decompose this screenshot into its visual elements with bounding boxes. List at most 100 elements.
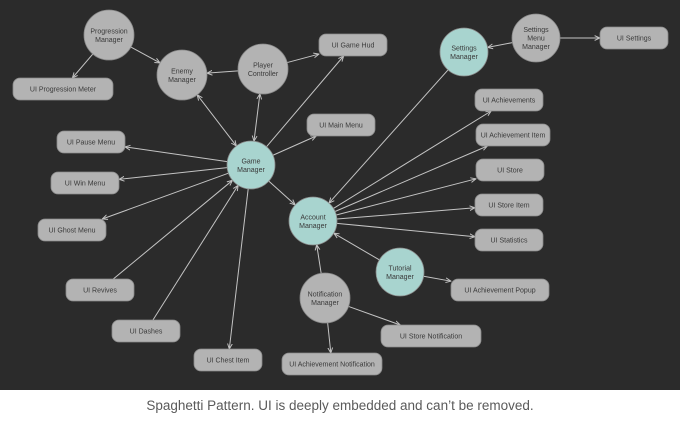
node-label: Manager [522, 44, 550, 51]
edge-player-controller-to-enemy-manager [207, 71, 239, 73]
node-label: Settings [523, 27, 549, 34]
edge-account-manager-to-ui-achievement-item [334, 146, 487, 212]
node-label: UI Store Notification [400, 334, 462, 341]
node-ui-chest-item: UI Chest Item [193, 348, 263, 372]
node-circle [299, 272, 351, 324]
node-label: UI Dashes [130, 329, 163, 336]
node-box [475, 123, 551, 147]
node-ui-achievement-item: UI Achievement Item [475, 123, 551, 147]
node-ui-achievements: UI Achievements [474, 88, 544, 112]
node-circle [226, 140, 276, 190]
node-label: Notification [308, 291, 343, 298]
edge-game-manager-to-ui-win-menu [119, 167, 228, 180]
node-box [56, 130, 126, 154]
node-ui-achievement-popup: UI Achievement Popup [450, 278, 550, 302]
node-box [50, 171, 120, 195]
node-ui-revives: UI Revives [65, 278, 135, 302]
node-label: UI Statistics [491, 238, 528, 245]
node-label: UI Pause Menu [67, 140, 115, 147]
edge-tutorial-manager-to-account-manager [334, 233, 380, 261]
node-label: UI Main Menu [319, 123, 363, 130]
node-ui-achievement-notification: UI Achievement Notification [281, 352, 383, 376]
node-box [380, 324, 482, 348]
edge-game-manager-to-ui-pause-menu [125, 147, 228, 163]
edge-account-manager-to-ui-store-item [336, 208, 475, 220]
node-label: Manager [95, 37, 123, 44]
node-ui-settings: UI Settings [599, 26, 669, 50]
node-box [450, 278, 550, 302]
node-ui-pause-menu: UI Pause Menu [56, 130, 126, 154]
node-box [306, 113, 376, 137]
node-label: Account [300, 214, 325, 221]
node-label: Manager [386, 274, 414, 281]
node-circle [237, 43, 289, 95]
node-box [474, 228, 544, 252]
node-ui-win-menu: UI Win Menu [50, 171, 120, 195]
node-label: UI Store Item [488, 203, 529, 210]
node-ui-main-menu: UI Main Menu [306, 113, 376, 137]
edge-game-manager-to-account-manager [268, 180, 295, 205]
node-label: UI Achievement Item [481, 133, 546, 140]
node-ui-statistics: UI Statistics [474, 228, 544, 252]
node-label: Manager [168, 77, 196, 84]
node-label: Progression [90, 28, 127, 35]
edge-ui-revives-to-game-manager [112, 180, 232, 280]
node-box [475, 158, 545, 182]
edge-notification-manager-to-account-manager [317, 245, 322, 274]
node-label: Manager [450, 54, 478, 61]
node-circle [288, 196, 338, 246]
edge-game-manager-to-ui-ghost-menu [102, 172, 229, 219]
node-ui-dashes: UI Dashes [111, 319, 181, 343]
node-label: Manager [311, 300, 339, 307]
edge-settings-menu-manager-to-settings-manager [488, 42, 513, 48]
node-label: Settings [451, 45, 477, 52]
edge-account-manager-to-ui-statistics [336, 222, 475, 236]
node-box [318, 33, 388, 57]
edge-layer [72, 38, 600, 353]
node-circle [439, 27, 489, 77]
node-box [111, 319, 181, 343]
node-box [65, 278, 135, 302]
node-circle [156, 49, 208, 101]
node-box [474, 88, 544, 112]
edge-game-manager-to-ui-chest-item [229, 188, 249, 349]
node-label: Game [241, 158, 260, 165]
node-box [599, 26, 669, 50]
figure-caption: Spaghetti Pattern. UI is deeply embedded… [146, 398, 534, 413]
node-label: Player [253, 62, 274, 69]
edge-ui-dashes-to-game-manager [152, 185, 238, 321]
node-circle [375, 247, 425, 297]
node-label: Menu [527, 36, 545, 43]
node-box [12, 77, 114, 101]
node-label: UI Ghost Menu [48, 228, 95, 235]
node-label: Manager [299, 223, 327, 230]
edge-notification-manager-to-ui-achievement-notification [327, 322, 331, 353]
node-label: UI Revives [83, 288, 117, 295]
edge-account-manager-to-ui-achievements [333, 111, 491, 209]
edge-player-controller-to-game-manager [254, 94, 260, 141]
node-label: UI Game Hud [332, 43, 375, 50]
node-label: Controller [248, 71, 279, 78]
node-label: UI Achievement Popup [464, 288, 535, 295]
edge-progression-manager-to-ui-progression-meter [72, 53, 94, 78]
node-box [281, 352, 383, 376]
node-label: UI Settings [617, 36, 652, 43]
node-ui-store: UI Store [475, 158, 545, 182]
node-label: Manager [237, 167, 265, 174]
node-ui-store-notification: UI Store Notification [380, 324, 482, 348]
edge-enemy-manager-to-game-manager [197, 95, 236, 146]
node-label: UI Store [497, 168, 523, 175]
edge-player-controller-to-ui-game-hud [287, 54, 319, 64]
node-ui-store-item: UI Store Item [474, 193, 544, 217]
edge-progression-manager-to-enemy-manager [130, 46, 160, 63]
node-box [474, 193, 544, 217]
